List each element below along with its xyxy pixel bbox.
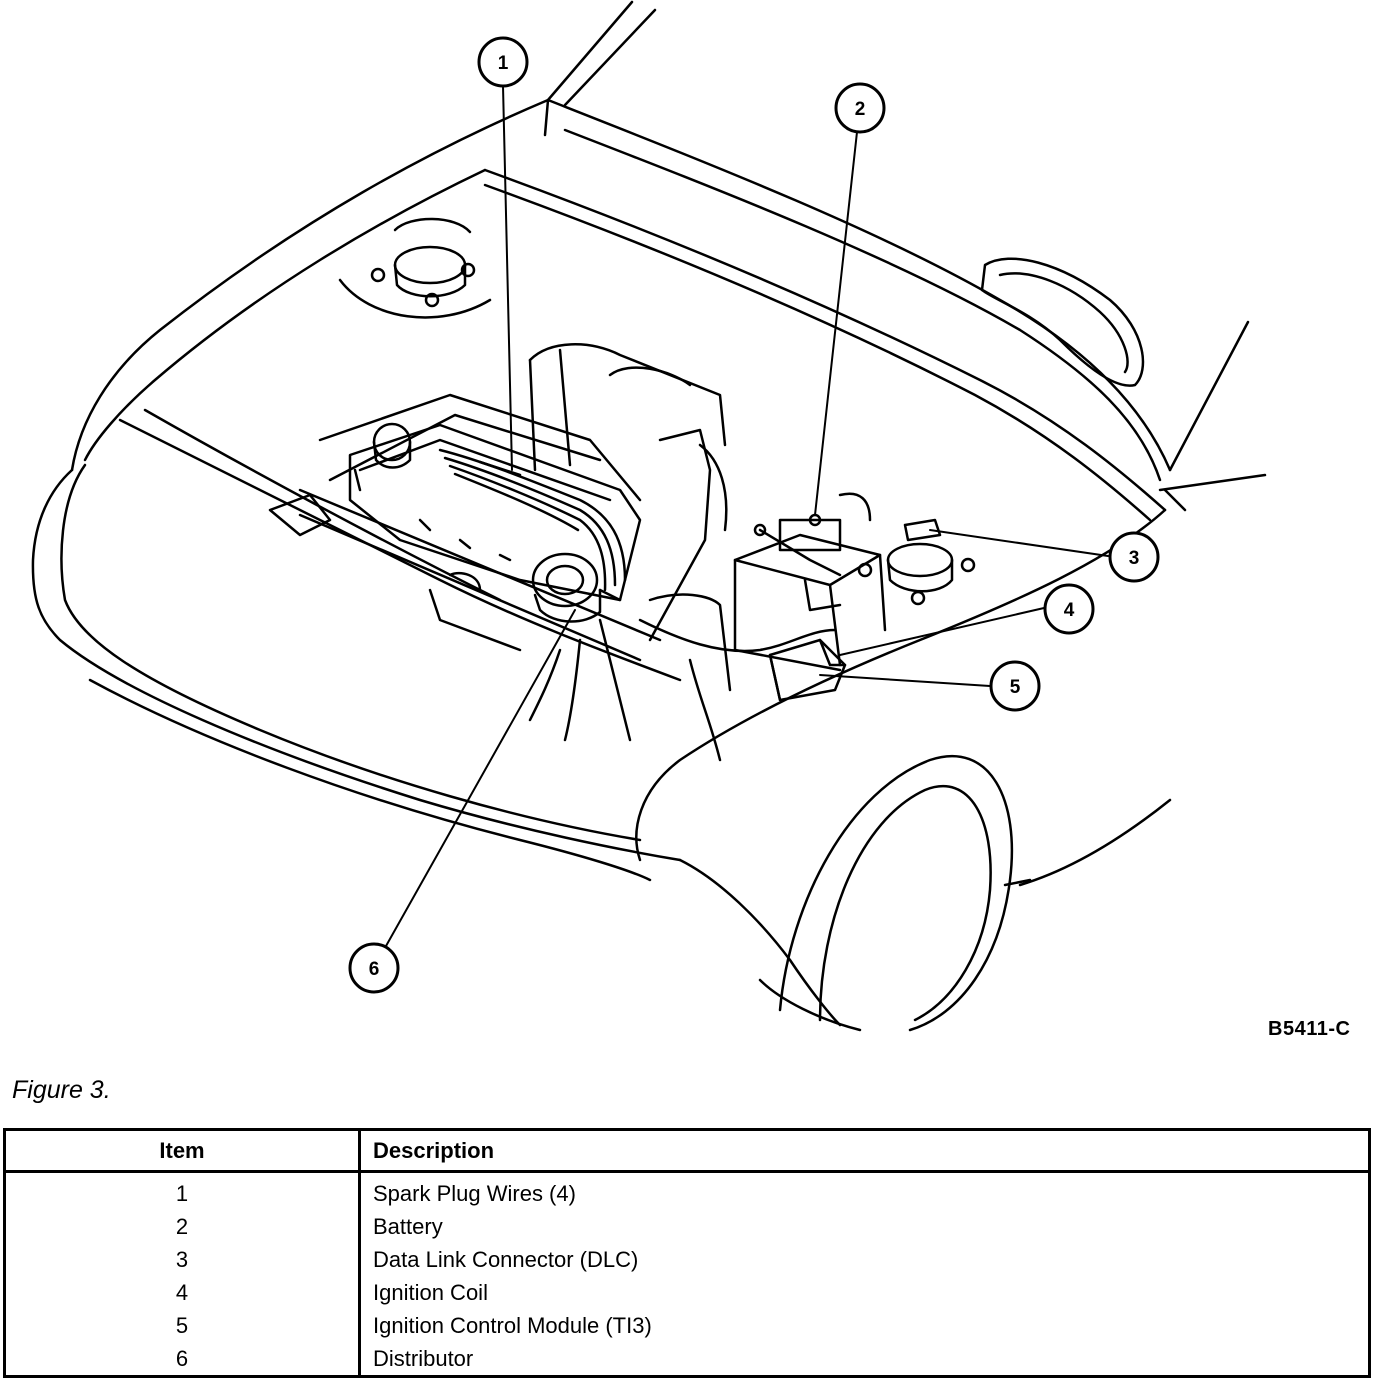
row-item: 3 [4,1243,361,1276]
svg-text:2: 2 [855,99,866,120]
engine [268,343,732,762]
row-item: 6 [4,1342,361,1377]
callout-6: 6 [348,942,400,994]
row-item: 4 [4,1276,361,1309]
car-body [31,98,1172,1027]
side-mirror [980,257,1145,387]
left-strut-tower [338,217,492,319]
table-row: 6 Distributor [4,1342,1370,1377]
legend-table: Item Description 1 Spark Plug Wires (4) … [3,1128,1371,1378]
row-description: Distributor [373,1346,474,1371]
svg-text:1: 1 [498,53,509,74]
header-description: Description [359,1129,1370,1173]
table-row: 4 Ignition Coil [4,1276,1370,1309]
callout-3: 3 [1108,531,1160,583]
callout-1: 1 [477,36,529,88]
row-item: 1 [4,1171,361,1210]
leader-lines [385,85,1109,947]
header-item: Item [4,1129,361,1173]
front-wheel [758,754,1014,1032]
table-row: 3 Data Link Connector (DLC) [4,1243,1370,1276]
right-strut-tower [857,542,976,606]
figure-caption: Figure 3. [12,1076,111,1104]
battery [638,492,887,672]
row-description: Spark Plug Wires (4) [373,1181,576,1206]
row-description: Ignition Coil [373,1280,488,1305]
svg-text:4: 4 [1064,600,1075,621]
distributor [531,552,622,623]
cowl [483,168,1167,522]
row-item: 5 [4,1309,361,1342]
table-row: 2 Battery [4,1210,1370,1243]
hood [543,0,1267,512]
row-description: Ignition Control Module (TI3) [373,1313,652,1338]
engine-compartment-diagram: 1 2 3 4 5 6 [31,0,1267,1032]
callout-4: 4 [1043,583,1095,635]
callout-2: 2 [834,82,886,134]
row-description: Data Link Connector (DLC) [373,1247,639,1272]
svg-text:5: 5 [1010,677,1021,698]
svg-text:6: 6 [369,959,380,980]
legend-header-row: Item Description [4,1129,1370,1173]
table-row: 5 Ignition Control Module (TI3) [4,1309,1370,1342]
figure-code: B5411-C [1268,1018,1351,1040]
row-item: 2 [4,1210,361,1243]
svg-text:3: 3 [1129,548,1140,569]
row-description: Battery [373,1214,443,1239]
ignition-module [768,638,847,702]
table-row: 1 Spark Plug Wires (4) [4,1171,1370,1210]
spark-plug-wires [438,448,627,592]
data-link-connector [903,518,942,542]
callout-5: 5 [989,660,1041,712]
